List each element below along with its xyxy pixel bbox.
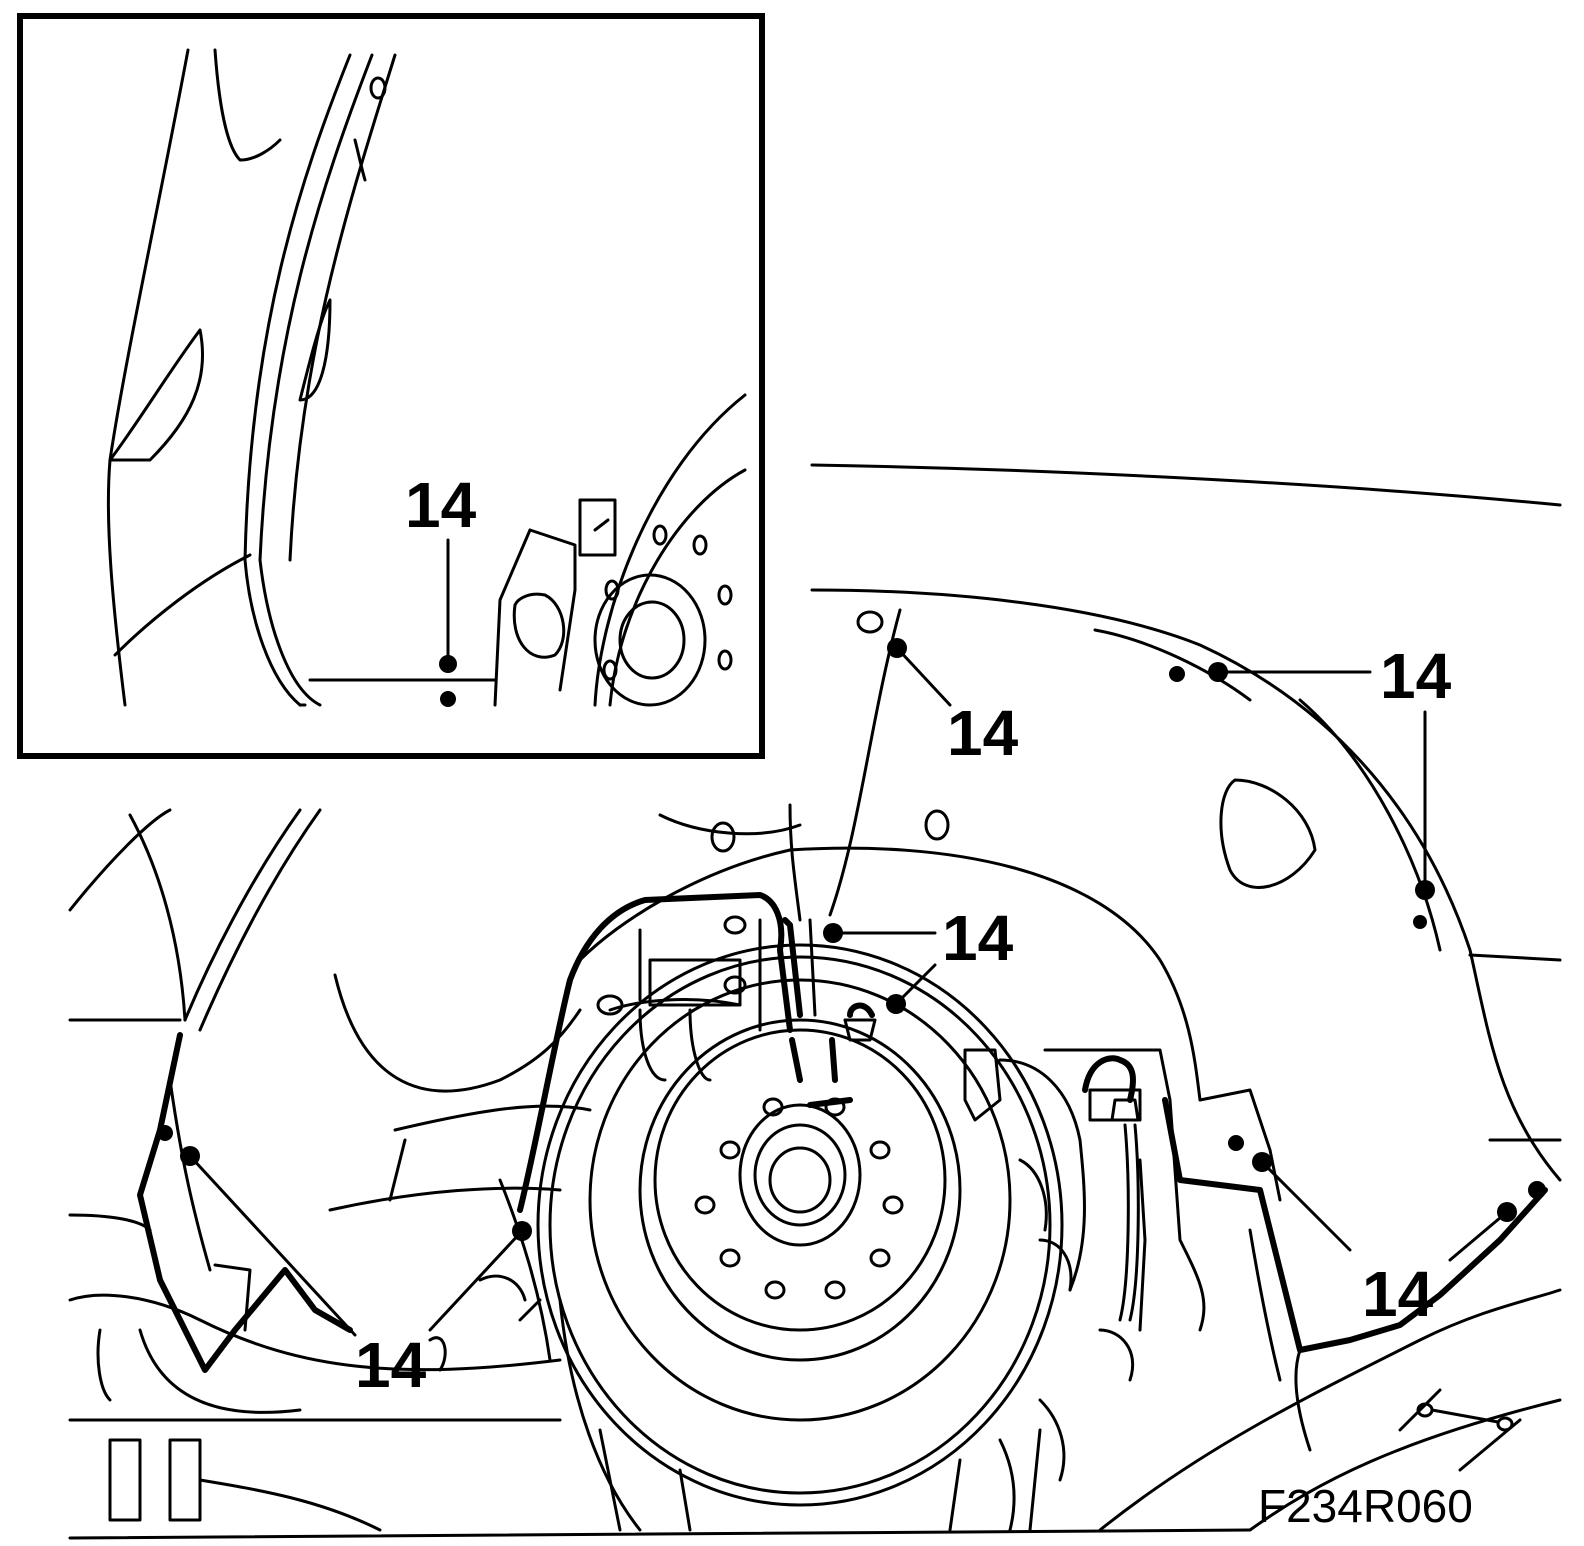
callout-leaders bbox=[157, 538, 1546, 1337]
bolt-top-arch-rear-hole bbox=[1169, 666, 1185, 682]
bolt-right-arch-hole bbox=[1413, 915, 1427, 929]
figure-id: F234R060 bbox=[1258, 1480, 1473, 1532]
inset-bolt-lower bbox=[440, 691, 456, 707]
callout-14-inset: 14 bbox=[405, 469, 477, 541]
brake-disc bbox=[536, 943, 1064, 1532]
inset-frame bbox=[17, 13, 765, 759]
bolt-liner-left-hole bbox=[157, 1125, 173, 1141]
callout-14-bottom-left: 14 bbox=[355, 1329, 427, 1401]
callout-labels: 14 14 14 14 14 14 bbox=[355, 469, 1452, 1401]
bolt-liner-far-right-hole bbox=[1528, 1181, 1546, 1199]
callout-14-top-right: 14 bbox=[1380, 640, 1452, 712]
inset-bolt-upper bbox=[439, 655, 457, 673]
bolt-liner-right-hole bbox=[1228, 1135, 1244, 1151]
bolt-right-arch bbox=[1415, 880, 1435, 900]
callout-14-bottom-right: 14 bbox=[1362, 1258, 1434, 1330]
main-assembly-view bbox=[68, 463, 1562, 1540]
inset-detail-view bbox=[17, 13, 765, 759]
callout-14-top-center: 14 bbox=[947, 697, 1019, 769]
callout-14-center: 14 bbox=[942, 902, 1014, 974]
